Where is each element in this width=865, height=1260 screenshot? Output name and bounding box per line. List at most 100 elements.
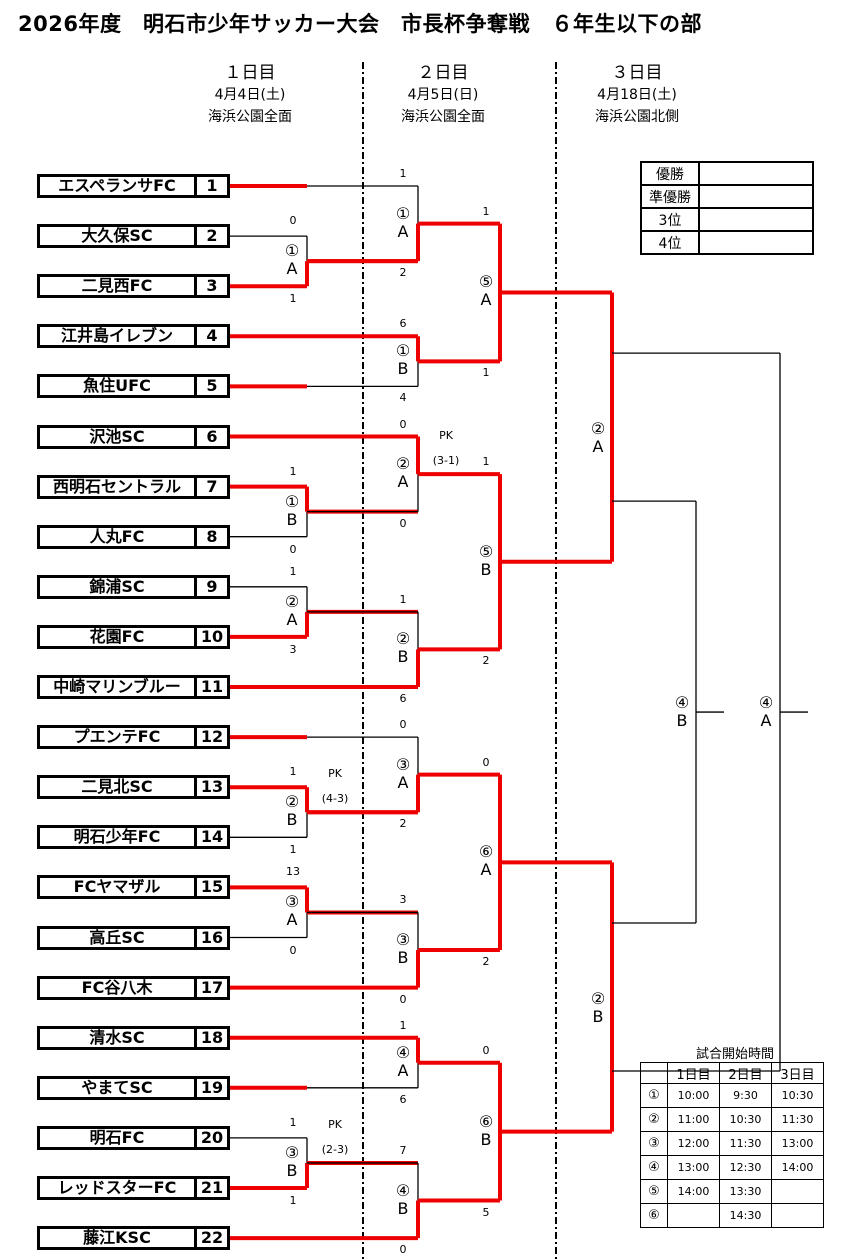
- schedule-time: 13:00: [771, 1131, 824, 1156]
- score: 2: [482, 955, 490, 969]
- match-number: ②: [395, 454, 411, 474]
- match-number: ④: [674, 693, 690, 713]
- schedule-time: 14:00: [667, 1179, 720, 1204]
- team-number: 14: [194, 828, 227, 847]
- schedule-match: ④: [640, 1155, 668, 1180]
- schedule-match: ⑤: [640, 1179, 668, 1204]
- match-number: ②: [590, 988, 606, 1008]
- schedule-header: [640, 1062, 668, 1084]
- schedule-time: 11:30: [719, 1131, 772, 1156]
- team-name: 沢池SC: [89, 427, 145, 446]
- match-number: ③: [395, 754, 411, 774]
- score: 0: [289, 214, 297, 228]
- match-court: B: [286, 810, 298, 830]
- day-1-header: １日目 4月4日(土) 海浜公園全面: [190, 62, 310, 128]
- schedule-match: ①: [640, 1083, 668, 1108]
- match-number: ⑤: [478, 541, 494, 561]
- team-name: プエンテFC: [73, 728, 161, 747]
- score: 1: [289, 464, 297, 478]
- schedule-time: [771, 1203, 824, 1228]
- score: 6: [399, 692, 407, 705]
- match-court: A: [286, 259, 298, 279]
- team-name: 錦浦SC: [89, 577, 145, 596]
- match-number: ②: [284, 591, 300, 611]
- team-number: 16: [194, 928, 227, 947]
- schedule-header: 3日目: [771, 1062, 824, 1084]
- match-court: B: [480, 1129, 492, 1149]
- score: 7: [399, 1143, 407, 1157]
- day-1-date: 4月4日(土): [214, 87, 286, 103]
- team-name: 魚住UFC: [83, 377, 151, 396]
- match-number: ③: [395, 930, 411, 950]
- team-name: 大久保SC: [81, 227, 153, 246]
- pk-score: (3-1): [432, 453, 460, 467]
- team-box: 魚住UFC 5: [37, 374, 230, 399]
- match-court: A: [397, 1060, 409, 1080]
- day-3-name: ３日目: [611, 63, 663, 83]
- team-number: 10: [194, 627, 227, 646]
- score: 1: [482, 366, 490, 380]
- pk-score: (4-3): [321, 792, 349, 806]
- score: 0: [399, 992, 407, 1006]
- team-number: 15: [194, 878, 227, 897]
- score: 2: [482, 654, 490, 668]
- day-1-venue: 海浜公園全面: [208, 109, 292, 125]
- match-court: B: [592, 1006, 604, 1026]
- team-number: 12: [194, 728, 227, 747]
- match-number: ①: [395, 341, 411, 361]
- team-number: 22: [194, 1229, 227, 1248]
- team-name: FC谷八木: [81, 978, 153, 997]
- schedule-header: 1日目: [667, 1062, 720, 1084]
- result-label: 4位: [640, 230, 700, 255]
- match-court: B: [397, 359, 409, 379]
- score: 0: [289, 943, 297, 957]
- result-label: 3位: [640, 207, 700, 232]
- pk-label: PK: [328, 1117, 342, 1131]
- match-court: B: [397, 647, 409, 667]
- team-name: 二見北SC: [81, 778, 153, 797]
- match-number: ②: [590, 419, 606, 439]
- day-3-header: ３日目 4月18日(土) 海浜公園北側: [577, 62, 697, 128]
- match-number: ①: [284, 241, 300, 261]
- day-2-date: 4月5日(日): [407, 87, 479, 103]
- match-court: B: [480, 559, 492, 579]
- team-number: 4: [194, 327, 227, 346]
- result-value: [698, 207, 814, 232]
- results-row: 3位: [640, 207, 814, 232]
- team-name: 明石FC: [89, 1128, 145, 1147]
- results-table: 優勝 準優勝 3位 4位: [640, 161, 814, 255]
- team-number: 5: [194, 377, 227, 396]
- team-box: プエンテFC 12: [37, 725, 230, 750]
- match-number: ⑥: [478, 1111, 494, 1131]
- score: 1: [289, 292, 297, 306]
- score: 13: [286, 865, 300, 879]
- match-number: ⑥: [478, 842, 494, 862]
- schedule-header: 2日目: [719, 1062, 772, 1084]
- day-2-venue: 海浜公園全面: [401, 109, 485, 125]
- day-3-venue: 海浜公園北側: [595, 109, 679, 125]
- score: 0: [289, 542, 297, 556]
- match-court: A: [286, 609, 298, 629]
